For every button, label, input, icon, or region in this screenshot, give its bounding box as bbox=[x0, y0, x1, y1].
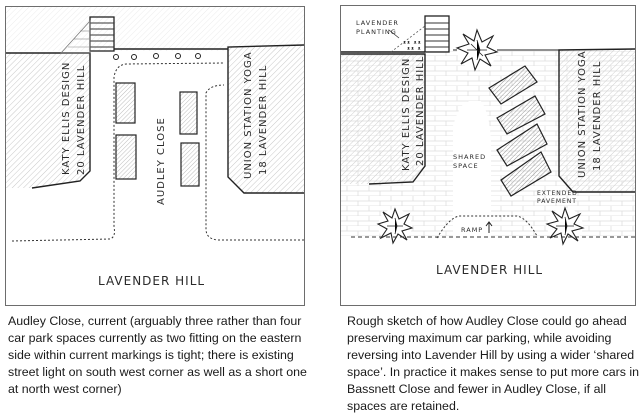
svg-text:ᴥᴥ ᴥ: ᴥᴥ ᴥ bbox=[407, 46, 422, 52]
west-building-label-1: KATY ELLIS DESIGN bbox=[61, 62, 72, 175]
east-building-label-1: UNION STATION YOGA bbox=[243, 51, 254, 179]
lavender-hill-label: LAVENDER HILL bbox=[436, 263, 543, 277]
proposed-layout-drawing: ᴥᴥ ᴥᴥ ᴥᴥ ᴥ LAVENDER PLANTING bbox=[341, 15, 635, 277]
west-kerb-line bbox=[11, 62, 225, 242]
north-hatch-area bbox=[6, 7, 304, 51]
east-building bbox=[228, 45, 304, 193]
east-building bbox=[559, 49, 635, 192]
west-building-label-1: KATY ELLIS DESIGN bbox=[401, 58, 412, 171]
tree-north bbox=[455, 28, 499, 72]
west-building-label-2: 20 LAVENDER HILL bbox=[76, 65, 87, 175]
extended-pavement-label-2: PAVEMENT bbox=[537, 198, 577, 205]
angled-parking-spaces bbox=[488, 65, 552, 197]
svg-text:ᴥᴥ ᴥᴥ: ᴥᴥ ᴥᴥ bbox=[403, 40, 422, 46]
parking-spaces bbox=[115, 82, 200, 187]
tree-south-west bbox=[376, 207, 414, 245]
tree-south-east bbox=[545, 206, 585, 246]
ramp-label: RAMP bbox=[461, 226, 483, 234]
west-building-label-2: 20 LAVENDER HILL bbox=[415, 56, 426, 166]
lavender-planting: ᴥᴥ ᴥᴥ ᴥᴥ ᴥ LAVENDER PLANTING bbox=[356, 19, 426, 53]
ramp-arrow-icon bbox=[485, 221, 493, 233]
bollards bbox=[113, 53, 201, 60]
west-building bbox=[341, 54, 425, 184]
east-kerb-line bbox=[205, 84, 304, 241]
shared-space-area bbox=[453, 101, 491, 236]
east-building-label-2: 18 LAVENDER HILL bbox=[592, 61, 603, 171]
steps bbox=[60, 16, 115, 54]
proposed-layout-caption: Rough sketch of how Audley Close could g… bbox=[347, 314, 639, 413]
current-layout-sketch: KATY ELLIS DESIGN 20 LAVENDER HILL AUDLE… bbox=[5, 6, 305, 306]
proposed-layout-sketch: ᴥᴥ ᴥᴥ ᴥᴥ ᴥ LAVENDER PLANTING bbox=[340, 5, 636, 306]
steps bbox=[424, 15, 450, 53]
shared-space-label-1: SHARED bbox=[453, 153, 486, 161]
extended-pavement-label-1: EXTENDED bbox=[537, 190, 578, 197]
lavender-hill-label: LAVENDER HILL bbox=[98, 274, 205, 288]
east-building-label-2: 18 LAVENDER HILL bbox=[258, 65, 269, 175]
current-layout-drawing: KATY ELLIS DESIGN 20 LAVENDER HILL AUDLE… bbox=[6, 7, 304, 288]
east-building-label-1: UNION STATION YOGA bbox=[577, 50, 588, 178]
shared-space-label-2: SPACE bbox=[453, 162, 479, 170]
audley-close-label: AUDLEY CLOSE bbox=[156, 117, 167, 205]
lavender-planting-label-1: LAVENDER bbox=[356, 19, 399, 27]
current-layout-caption: Audley Close, current (arguably three ra… bbox=[8, 314, 307, 396]
lavender-planting-label-2: PLANTING bbox=[356, 28, 397, 36]
ramp-outline bbox=[436, 215, 538, 239]
west-building bbox=[6, 53, 90, 188]
